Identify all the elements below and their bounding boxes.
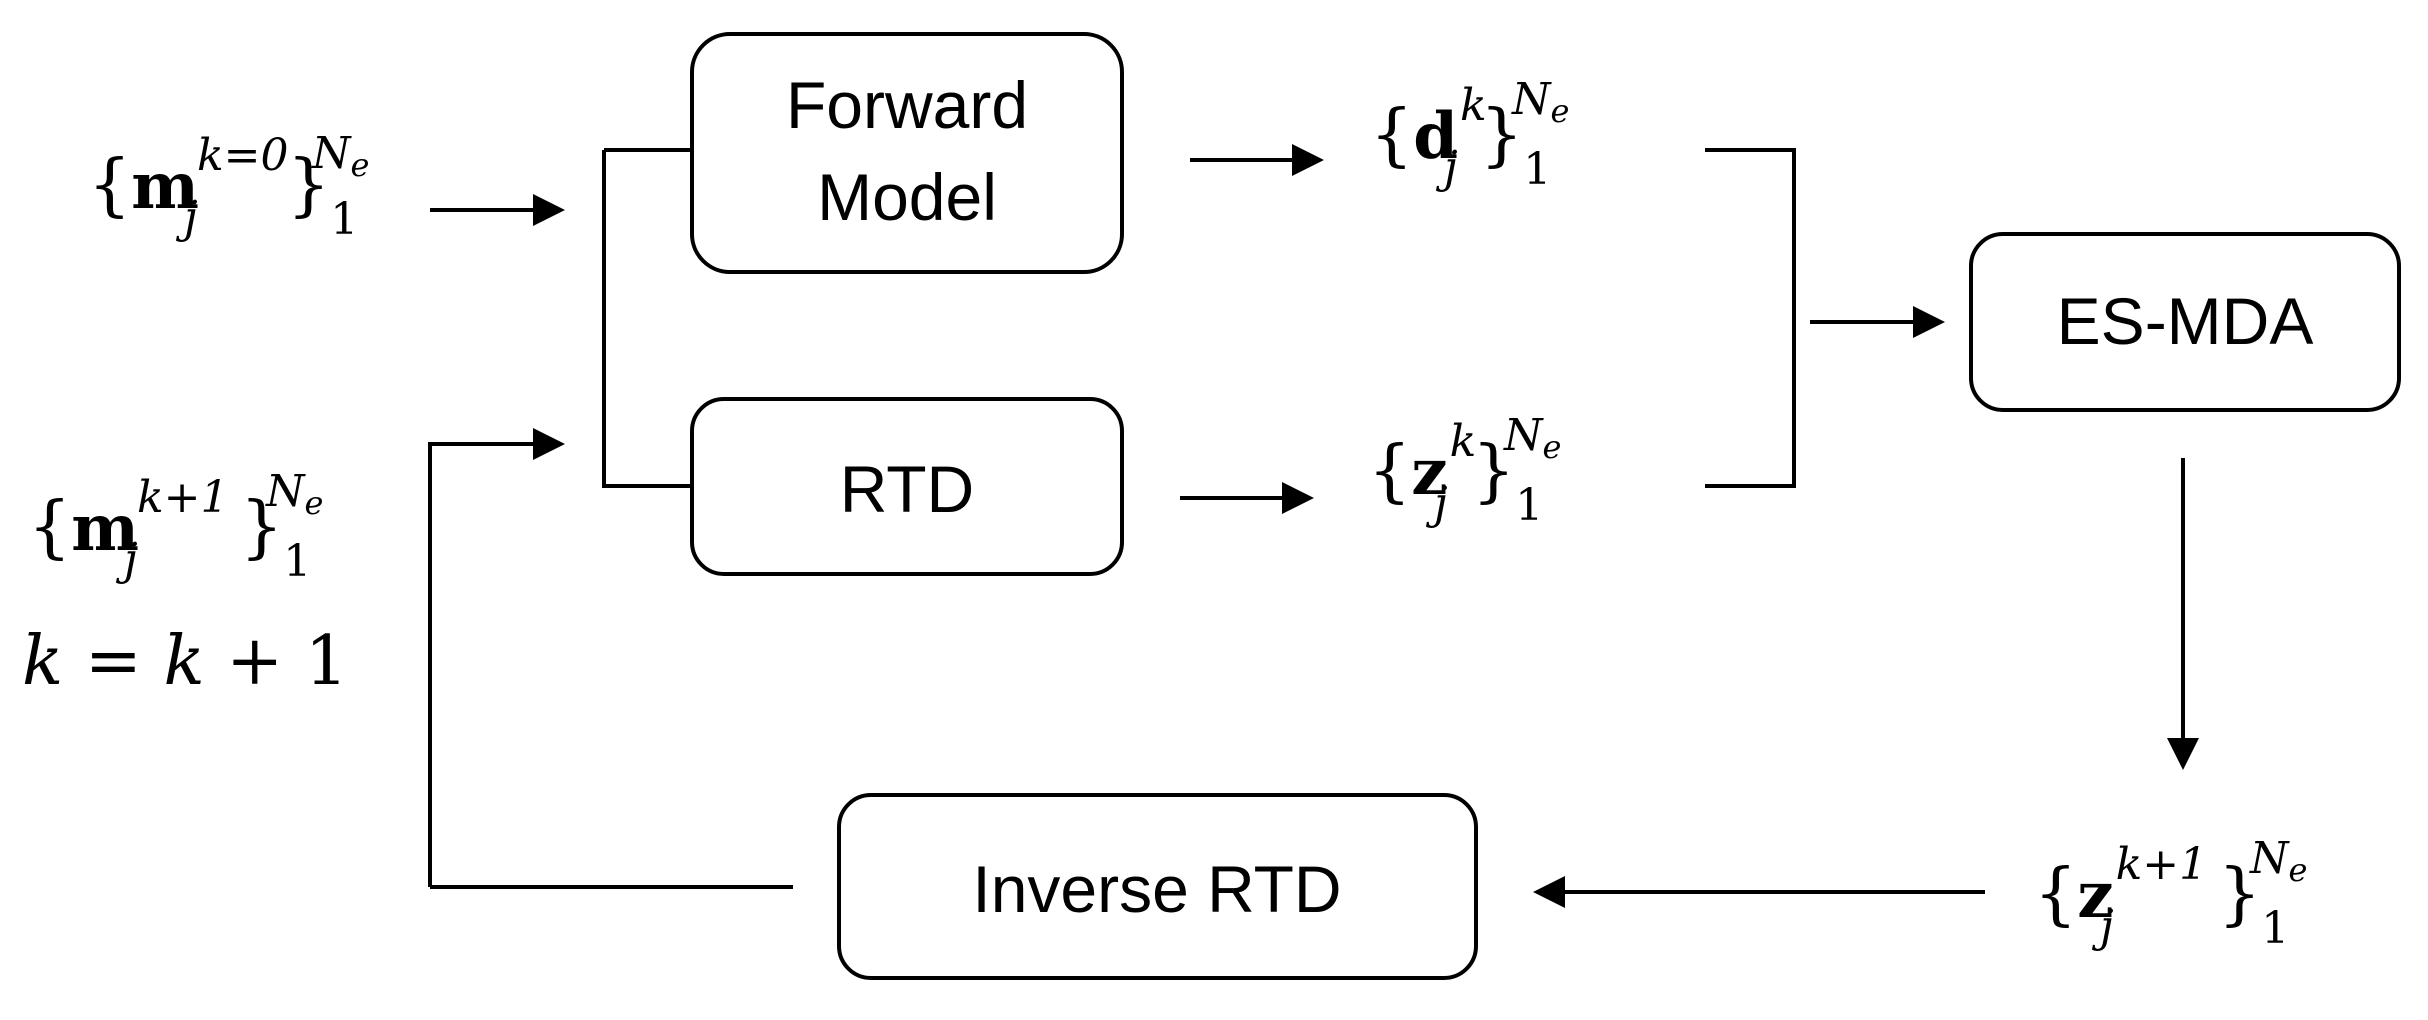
rtd-box: RTD: [690, 397, 1124, 576]
forward-model-box: Forward Model: [690, 32, 1124, 274]
rtd-label: RTD: [840, 452, 974, 526]
inverse-rtd-label: Inverse RTD: [972, 852, 1341, 926]
es-mda-box: ES-MDA: [1969, 232, 2401, 412]
inverse-rtd-box: Inverse RTD: [837, 793, 1478, 980]
equation-k-update: k = k + 1: [22, 622, 348, 701]
es-mda-label: ES-MDA: [2057, 284, 2314, 358]
forward-model-label-line1: Forward: [786, 68, 1028, 142]
merge-bracket: [1705, 148, 1796, 488]
forward-model-label-line2: Model: [817, 160, 997, 234]
